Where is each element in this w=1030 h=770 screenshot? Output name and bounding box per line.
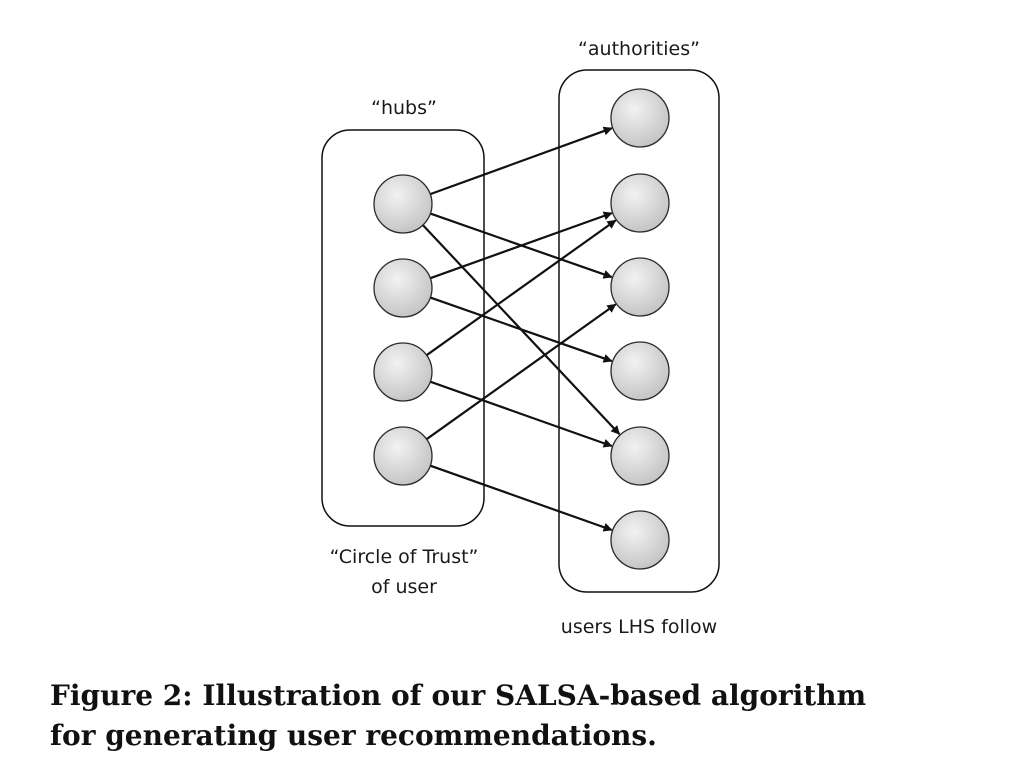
nodes-layer (373, 88, 670, 570)
caption-line-1: Figure 2: Illustration of our SALSA-base… (50, 679, 867, 712)
authority-node-a6 (610, 510, 670, 570)
figure-caption: Figure 2: Illustration of our SALSA-base… (50, 676, 1020, 756)
hub-node-h2 (373, 258, 433, 318)
edge-h4-to-a6 (429, 464, 613, 532)
hubs-group-box (321, 129, 485, 527)
authorities-label: “authorities” (578, 38, 700, 60)
hub-node-h3 (373, 342, 433, 402)
edge-h4-to-a3 (425, 303, 617, 441)
authorities-group-box (558, 69, 720, 593)
edge-h2-to-a2 (429, 211, 613, 280)
edge-h2-to-a4 (430, 296, 613, 363)
circle-of-trust-label: “Circle of Trust” (330, 546, 479, 568)
authority-node-a4 (610, 341, 670, 401)
hubs-label: “hubs” (371, 97, 437, 119)
edge-h3-to-a2 (425, 219, 617, 357)
authority-node-a1 (610, 88, 670, 148)
hub-node-h1 (373, 174, 433, 234)
authority-node-a5 (610, 426, 670, 486)
authority-node-a2 (610, 173, 670, 233)
salsa-bipartite-diagram: “hubs” “authorities” “Circle of Trust” o… (321, 38, 720, 638)
hub-node-h4 (373, 426, 433, 486)
caption-line-2: for generating user recommendations. (50, 719, 657, 752)
users-lhs-follow-label: users LHS follow (561, 616, 717, 638)
authority-node-a3 (610, 257, 670, 317)
edges-layer (422, 126, 621, 532)
edge-h3-to-a5 (429, 380, 613, 448)
of-user-label: of user (371, 576, 437, 598)
edge-h1-to-a1 (429, 126, 613, 196)
